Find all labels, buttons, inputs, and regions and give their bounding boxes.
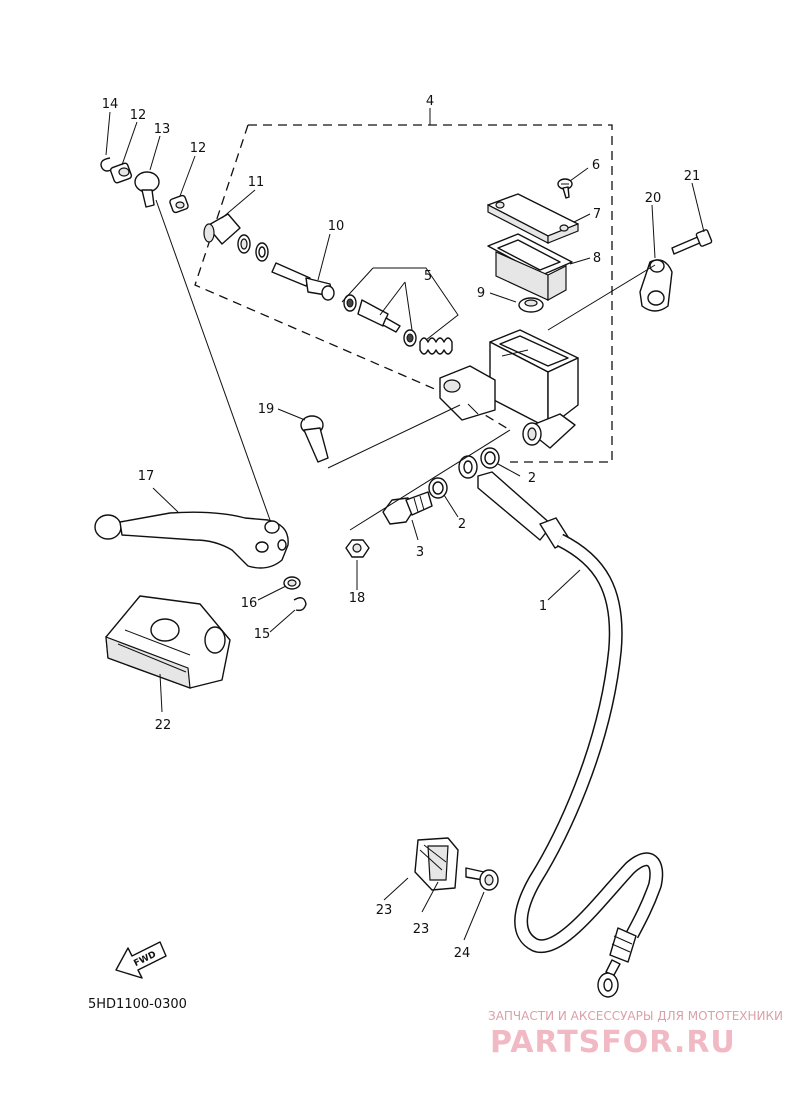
nut-part-18[interactable] [345, 539, 370, 558]
callout-16: 16 [241, 596, 258, 611]
callout-13: 13 [154, 122, 171, 137]
piston-kit-part-5[interactable] [343, 294, 453, 355]
circlip-part-15[interactable] [293, 597, 307, 612]
copper-washer-part-2-lower[interactable] [428, 477, 448, 499]
brake-lever-part-17[interactable] [94, 511, 289, 569]
pivot-bolt-part-13[interactable] [134, 171, 160, 208]
assembly-boundary-4-lower [459, 399, 511, 431]
callout-5: 5 [424, 269, 432, 284]
callout-21: 21 [684, 169, 701, 184]
nut-part-12-right[interactable] [169, 194, 189, 214]
callout-2-lower: 2 [458, 517, 466, 532]
callout-23-left: 23 [376, 903, 393, 918]
callout-4: 4 [426, 94, 434, 109]
clamp-bolt-part-21[interactable] [671, 229, 713, 255]
dust-boot-part-11[interactable] [203, 213, 241, 245]
callout-3: 3 [416, 545, 424, 560]
callout-24: 24 [454, 946, 471, 961]
master-cylinder-body[interactable] [439, 329, 579, 449]
callout-11: 11 [248, 175, 265, 190]
pivot-bolt-part-19[interactable] [300, 415, 329, 463]
callout-1: 1 [539, 599, 547, 614]
callout-20: 20 [645, 191, 662, 206]
reservoir-cap-part-7[interactable] [487, 193, 579, 244]
hose-guide-part-23[interactable] [414, 837, 459, 891]
watermark-tagline: ЗАПЧАСТИ И АКСЕССУАРЫ ДЛЯ МОТОТЕХНИКИ [488, 1009, 783, 1023]
callout-9: 9 [477, 286, 485, 301]
bolt-part-24[interactable] [465, 867, 499, 891]
float-part-9[interactable] [518, 297, 544, 313]
callout-19: 19 [258, 402, 275, 417]
callout-14: 14 [102, 97, 119, 112]
seal-ring-part-11a[interactable] [237, 234, 251, 254]
brake-hose-part-1[interactable] [458, 455, 664, 998]
circlip-part-14[interactable] [100, 157, 115, 172]
washer-part-16[interactable] [283, 576, 301, 590]
callout-12-left: 12 [130, 108, 147, 123]
callout-23-right: 23 [413, 922, 430, 937]
callout-22: 22 [155, 718, 172, 733]
callout-6: 6 [592, 158, 600, 173]
callout-8: 8 [593, 251, 601, 266]
callout-17: 17 [138, 469, 155, 484]
push-rod-part-10[interactable] [271, 262, 335, 301]
callout-2-upper: 2 [528, 471, 536, 486]
watermark-brand: PARTSFOR.RU [490, 1025, 736, 1060]
watermark: ЗАПЧАСТИ И АКСЕССУАРЫ ДЛЯ МОТОТЕХНИКИ PA… [488, 1009, 783, 1060]
callout-7: 7 [593, 207, 601, 222]
callout-18: 18 [349, 591, 366, 606]
lever-cover-part-22[interactable] [105, 595, 231, 689]
leader-5 [341, 267, 459, 341]
copper-washer-part-2-upper[interactable] [480, 447, 500, 469]
nut-part-12-left[interactable] [109, 162, 133, 184]
callout-12-right: 12 [190, 141, 207, 156]
handlebar-clamp-part-20[interactable] [639, 259, 673, 312]
callout-10: 10 [328, 219, 345, 234]
diagram-code: 5HD1100-0300 [88, 997, 187, 1012]
callout-labels: 4 14 12 13 12 11 6 21 20 7 10 8 5 9 19 2… [102, 94, 701, 961]
callout-15: 15 [254, 627, 271, 642]
leader-lines [105, 108, 705, 941]
union-bolt-part-3[interactable] [382, 491, 433, 525]
fwd-arrow-icon: FWD [115, 941, 167, 979]
seal-ring-part-11b[interactable] [255, 242, 269, 262]
screw-part-6[interactable] [557, 178, 573, 199]
diaphragm-part-8[interactable] [487, 233, 573, 302]
